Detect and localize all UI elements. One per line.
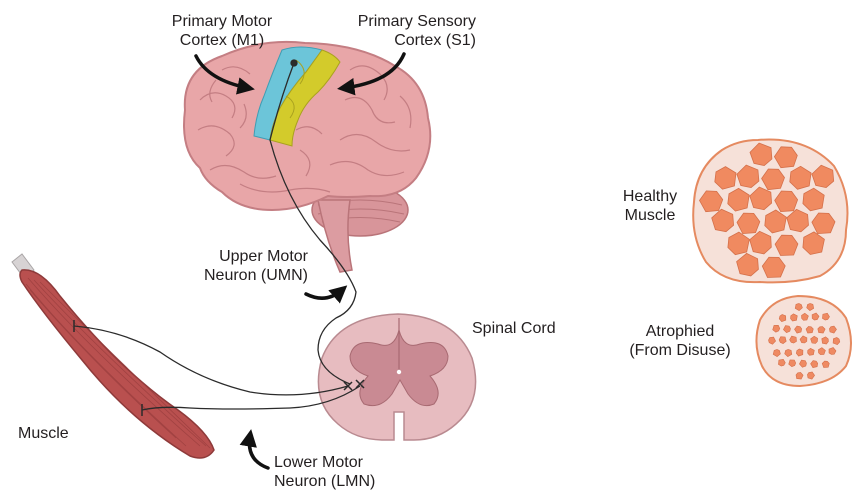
upper-motor-line-2: Neuron (UMN) (190, 266, 308, 285)
brainstem (318, 200, 352, 272)
lmn-arrow (249, 436, 268, 468)
primary-motor-cortex-label: Primary Motor Cortex (M1) (158, 12, 286, 50)
atrophied-muscle-label: Atrophied (From Disuse) (620, 322, 740, 360)
primary-sensory-line-2: Cortex (S1) (334, 31, 476, 50)
muscle-label: Muscle (18, 424, 69, 443)
primary-motor-line-1: Primary Motor (158, 12, 286, 31)
atrophied-line-2: (From Disuse) (620, 341, 740, 360)
healthy-muscle-label: Healthy Muscle (608, 187, 692, 225)
brain-illustration (184, 42, 430, 272)
umn-arrow (306, 290, 342, 298)
primary-sensory-cortex-label: Primary Sensory Cortex (S1) (334, 12, 476, 50)
primary-sensory-line-1: Primary Sensory (334, 12, 476, 31)
healthy-muscle-cross-section (693, 140, 847, 283)
atrophied-line-1: Atrophied (620, 322, 740, 341)
atrophied-muscle-fiber (822, 337, 829, 344)
lower-motor-line-2: Neuron (LMN) (274, 472, 375, 491)
spinal-cord-illustration (318, 314, 475, 440)
atrophied-muscle-cross-section (756, 296, 851, 386)
upper-motor-neuron-label: Upper Motor Neuron (UMN) (190, 247, 308, 285)
lower-motor-neuron-label: Lower Motor Neuron (LMN) (274, 453, 375, 491)
primary-motor-line-2: Cortex (M1) (158, 31, 286, 50)
upper-motor-line-1: Upper Motor (190, 247, 308, 266)
healthy-line-2: Muscle (608, 206, 692, 225)
spinal-cord-label: Spinal Cord (472, 319, 556, 338)
atrophied-muscle-fiber (822, 361, 829, 367)
lower-motor-line-1: Lower Motor (274, 453, 375, 472)
healthy-line-1: Healthy (608, 187, 692, 206)
umn-cell-body (291, 60, 297, 66)
